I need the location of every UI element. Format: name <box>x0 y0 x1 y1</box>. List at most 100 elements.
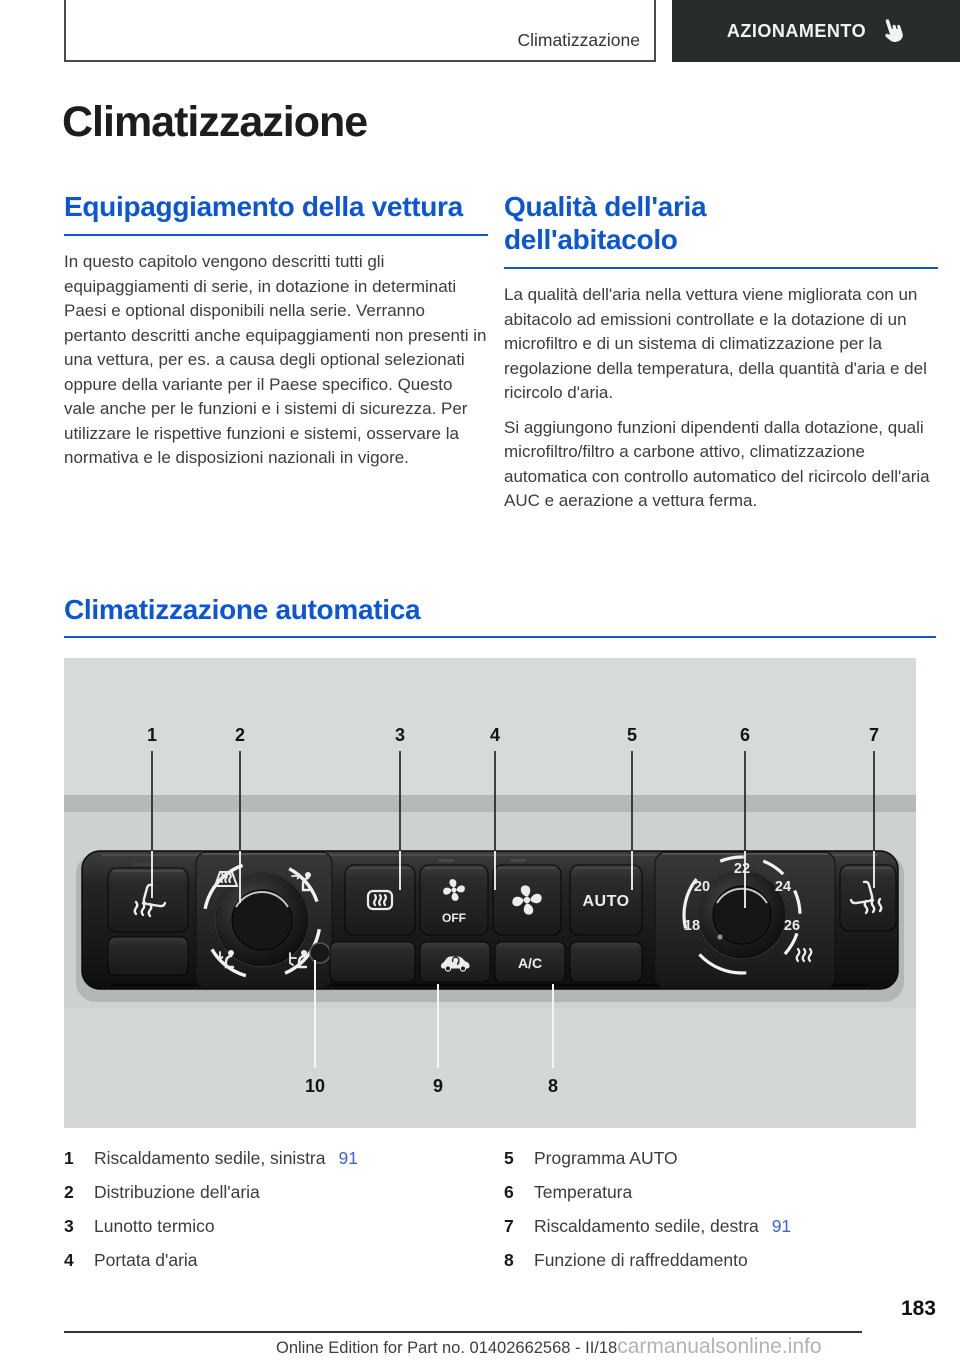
knob-marker-dot <box>717 934 723 940</box>
climate-panel: OFF <box>81 850 899 990</box>
legend-item: 8 Funzione di raffreddamento <box>504 1248 938 1272</box>
page-reference-link[interactable]: 91 <box>338 1148 358 1168</box>
callout-3: 3 <box>395 725 405 745</box>
legend-item: 6 Temperatura <box>504 1180 938 1204</box>
page-number: 183 <box>900 1297 936 1320</box>
callout-9: 9 <box>433 1076 443 1096</box>
legend-label: Programma AUTO <box>534 1148 678 1168</box>
image-background-bottom <box>64 1008 916 1128</box>
seat-heating-left-icon <box>133 883 167 918</box>
section-equipaggiamento: Equipaggiamento della vettura In questo … <box>64 190 488 471</box>
auto-label: AUTO <box>582 893 629 910</box>
air-distribution-module <box>195 851 333 989</box>
legend-number: 5 <box>504 1148 514 1168</box>
heading-qualita-aria: Qualità dell'aria dell'abitacolo <box>504 191 707 255</box>
callout-7: 7 <box>869 725 879 745</box>
fan-button-illustration <box>492 864 562 936</box>
callout-1: 1 <box>147 725 157 745</box>
legend-label: Riscaldamento sedile, destra <box>534 1216 759 1236</box>
legend-item: 4 Portata d'aria <box>64 1248 498 1272</box>
blank-button-illustration <box>569 941 643 983</box>
air-distribution-feet-icon <box>216 950 235 969</box>
section-climatizzazione-automatica: Climatizzazione automatica <box>64 594 936 638</box>
header-tab-label: AZIONAMENTO <box>726 20 867 41</box>
air-distribution-knob <box>214 872 310 968</box>
image-background-top <box>64 658 916 795</box>
section-qualita-aria: Qualità dell'aria dell'abitacolo La qual… <box>504 190 938 514</box>
legend-number: 7 <box>504 1216 514 1236</box>
paragraph-equipaggiamento: In questo capitolo vengono descritti tut… <box>64 252 487 467</box>
ac-label: A/C <box>518 955 542 971</box>
recirculation-button-illustration <box>419 941 491 983</box>
fan-off-button-illustration: OFF <box>419 864 489 936</box>
heading-rule: Qualità dell'aria dell'abitacolo <box>504 190 938 269</box>
temperature-arc-marks <box>682 855 802 975</box>
legend-item: 3 Lunotto termico <box>64 1214 498 1238</box>
heat-waves-icon <box>795 947 813 963</box>
legend-number: 8 <box>504 1250 514 1270</box>
air-distribution-face-icon <box>291 872 311 892</box>
temperature-knob <box>697 870 787 960</box>
climate-control-panel-illustration: OFF <box>64 658 916 1128</box>
callout-2: 2 <box>235 725 245 745</box>
edition-note: Online Edition for Part no. 01402662568 … <box>276 1339 618 1357</box>
seat-heating-right-button-illustration <box>839 864 897 932</box>
ac-button-illustration: A/C <box>494 941 566 983</box>
legend-label: Riscaldamento sedile, sinistra <box>94 1148 326 1168</box>
seat-heating-right-icon <box>849 880 883 915</box>
temp-22-label: 22 <box>734 861 750 877</box>
air-distribution-mixed-icon <box>289 950 308 969</box>
page-reference-link[interactable]: 91 <box>771 1216 792 1236</box>
callout-8: 8 <box>548 1076 558 1096</box>
dash-trim-band <box>64 795 916 812</box>
legend-item: 1 Riscaldamento sedile, sinistra 91 <box>64 1146 498 1170</box>
callout-lines-bottom <box>314 960 554 1068</box>
legend-number: 2 <box>64 1182 74 1202</box>
legend-label: Portata d'aria <box>94 1250 198 1270</box>
callout-lines-top-on-panel <box>151 851 875 908</box>
temp-24-label: 24 <box>775 879 791 895</box>
air-distribution-defrost-icon <box>213 871 239 887</box>
legend-label: Temperatura <box>534 1182 633 1202</box>
air-distribution-manual-button-illustration <box>309 942 331 964</box>
legend-item: 7 Riscaldamento sedile, destra 91 <box>504 1214 938 1238</box>
legend-number: 3 <box>64 1216 74 1236</box>
fan-off-icon <box>443 879 465 901</box>
header-chapter-box: Climatizzazione <box>64 0 656 62</box>
temperature-module: 18 20 22 24 26 <box>654 851 836 989</box>
watermark: carmanualsonline.info <box>617 1335 822 1358</box>
panel-figure: OFF <box>64 658 916 1128</box>
auto-button-illustration: AUTO <box>569 864 643 936</box>
legend-label: Distribuzione dell'aria <box>94 1182 260 1202</box>
legend-number: 6 <box>504 1182 514 1202</box>
legend-left-column: 1 Riscaldamento sedile, sinistra 91 2 Di… <box>64 1146 498 1282</box>
temp-20-label: 20 <box>694 879 710 895</box>
callout-6: 6 <box>740 725 750 745</box>
press-hand-icon <box>885 18 903 42</box>
temp-18-label: 18 <box>684 918 700 934</box>
callout-lines-top <box>151 751 875 851</box>
rear-defrost-button-illustration <box>344 864 416 936</box>
seat-heating-left-button-illustration <box>107 867 189 976</box>
footer-line: Online Edition for Part no. 01402662568 … <box>276 1335 822 1359</box>
rear-defrost-icon <box>366 889 394 911</box>
header-section-tab: AZIONAMENTO <box>672 0 960 62</box>
footer-rule <box>64 1331 862 1333</box>
callout-4: 4 <box>490 725 500 745</box>
legend-number: 4 <box>64 1250 74 1270</box>
legend-item: 2 Distribuzione dell'aria <box>64 1180 498 1204</box>
paragraph-qualita-2: Si aggiungono funzioni dipendenti dalla … <box>504 417 930 511</box>
fan-off-label: OFF <box>442 911 466 925</box>
legend-label: Lunotto termico <box>94 1216 215 1236</box>
header-breadcrumb: Climatizzazione <box>517 30 640 50</box>
heading-climatizzazione-automatica: Climatizzazione automatica <box>64 594 421 625</box>
legend-label: Funzione di raffreddamento <box>534 1250 748 1270</box>
callout-5: 5 <box>627 725 637 745</box>
paragraph-qualita-1: La qualità dell'aria nella vettura viene… <box>504 285 927 402</box>
temp-26-label: 26 <box>784 918 800 934</box>
blank-button-illustration <box>329 941 416 983</box>
heading-rule: Equipaggiamento della vettura <box>64 190 488 236</box>
legend-item: 5 Programma AUTO <box>504 1146 938 1170</box>
legend-right-column: 5 Programma AUTO 6 Temperatura 7 Riscald… <box>504 1146 938 1282</box>
